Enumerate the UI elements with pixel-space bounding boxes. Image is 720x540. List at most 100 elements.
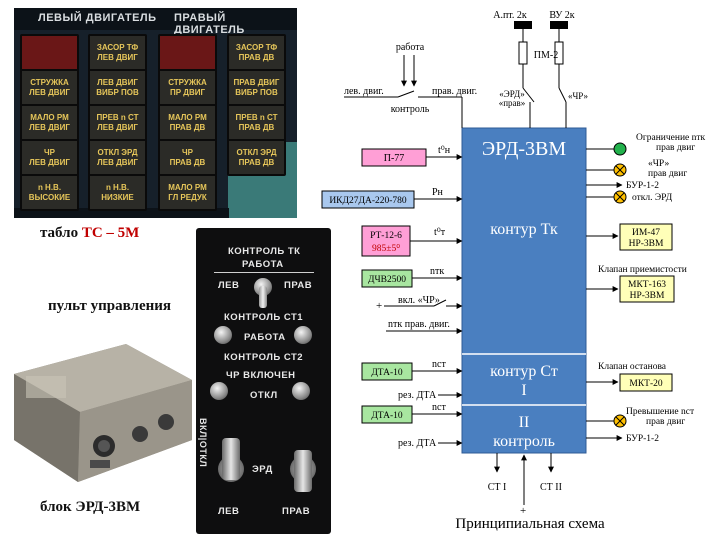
- blok-erd-3vm-image: [14, 344, 192, 482]
- toggle-kontrol-st1[interactable]: [294, 326, 312, 344]
- output-box-mkt20: [619, 373, 673, 392]
- pult-lev2-label: ЛЕВ: [218, 506, 240, 517]
- st2-label: СТ II: [540, 482, 562, 493]
- pult-caption: пульт управления: [48, 298, 172, 314]
- toggle-chr-right[interactable]: [292, 382, 310, 400]
- svg-text:П-77: П-77: [384, 153, 405, 164]
- chr-q-label: «ЧР»: [568, 91, 588, 101]
- rez-dta-2: рез. ДТА: [398, 438, 437, 449]
- annunciator-lamp: ПРЕВ n СТ ЛЕВ ДВИГ: [88, 104, 147, 141]
- svg-text:откл. ЭРД: откл. ЭРД: [632, 193, 673, 203]
- pult-lev-label: ЛЕВ: [218, 280, 240, 291]
- svg-text:nтк: nтк: [430, 266, 444, 277]
- pult-title-rabota: РАБОТА: [242, 259, 284, 270]
- svg-text:t⁰н: t⁰н: [438, 145, 451, 156]
- blok-caption: блок ЭРД-3ВМ: [40, 499, 141, 515]
- annunciator-lamp: ОТКЛ ЭРД ПРАВ ДВ: [227, 139, 286, 176]
- top-am-label: А.пт. 2к: [493, 10, 527, 21]
- prav-q-label: «прав»: [499, 98, 526, 108]
- svg-text:прав двиг: прав двиг: [656, 143, 695, 153]
- output-box-mkt163: [619, 275, 675, 303]
- knob-left: [214, 326, 232, 344]
- lamp-green: [613, 142, 627, 156]
- svg-text:прав двиг: прав двиг: [648, 169, 687, 179]
- tablo-footer: [14, 208, 229, 218]
- lev-dvig-label: лев. двиг.: [344, 86, 384, 97]
- pult-chr-label: ЧР ВКЛЮЧЕН: [226, 370, 296, 381]
- erd-main-block: [461, 127, 587, 454]
- contour-st: контур Ст: [490, 363, 558, 380]
- pult-prav-label: ПРАВ: [284, 280, 313, 291]
- pult-prav2-label: ПРАВ: [282, 506, 311, 517]
- svg-text:ДТА-10: ДТА-10: [371, 411, 403, 421]
- plus-vkl: +: [376, 300, 382, 312]
- pult-st1-label: КОНТРОЛЬ СТ1: [224, 312, 304, 323]
- fuse-right: [554, 41, 564, 65]
- toggle-kontrol-tk-lever[interactable]: [259, 286, 267, 308]
- svg-text:МКТ-163: МКТ-163: [628, 280, 666, 290]
- annunciator-lamp: СТРУЖКА ПР ДВИГ: [158, 69, 217, 106]
- pult-rabota-label: РАБОТА: [244, 332, 286, 343]
- erd-q-label: «ЭРД»: [499, 89, 524, 99]
- tablo-header-left: ЛЕВЫЙ ДВИГАТЕЛЬ: [38, 12, 157, 24]
- svg-text:прав двиг: прав двиг: [646, 417, 685, 427]
- annunciator-lamp: МАЛО РМ ЛЕВ ДВИГ: [20, 104, 79, 141]
- contour-2-num: II: [519, 414, 530, 431]
- annunciator-lamp: ЛЕВ ДВИГ ВИБР ПОВ: [88, 69, 147, 106]
- tablo-header-right: ПРАВЫЙ ДВИГАТЕЛЬ: [174, 12, 245, 36]
- annunciator-lamp: ЗАСОР ТФ ПРАВ ДВ: [227, 34, 286, 71]
- svg-text:БУР-1-2: БУР-1-2: [626, 434, 659, 444]
- svg-text:ДЧВ2500: ДЧВ2500: [368, 275, 406, 285]
- toggle-chr-left[interactable]: [210, 382, 228, 400]
- svg-text:nст: nст: [432, 359, 446, 370]
- annunciator-lamp: n Н.В. НИЗКИЕ: [88, 174, 147, 211]
- prav-dvig-label: прав. двиг.: [432, 86, 477, 97]
- svg-text:МКТ-20: МКТ-20: [629, 379, 663, 389]
- top-vu-label: ВУ 2к: [549, 10, 574, 21]
- annunciator-lamp: ЧР ПРАВ ДВ: [158, 139, 217, 176]
- annunciator-lamp: МАЛО РМ ПРАВ ДВ: [158, 104, 217, 141]
- vkl-chr-label: вкл. «ЧР»: [398, 295, 440, 306]
- annunciator-lamp: ПРАВ ДВИГ ВИБР ПОВ: [227, 69, 286, 106]
- annunciator-lamp: ЧР ЛЕВ ДВИГ: [20, 139, 79, 176]
- svg-text:ДТА-10: ДТА-10: [371, 368, 403, 378]
- contour-st-num: I: [521, 382, 526, 399]
- svg-text:Рн: Рн: [432, 187, 444, 198]
- annunciator-lamp: ПРЕВ n СТ ПРАВ ДВ: [227, 104, 286, 141]
- pult-erd-label: ЭРД: [252, 464, 273, 475]
- svg-text:985±5⁰: 985±5⁰: [372, 243, 400, 254]
- plus-bottom: +: [520, 505, 526, 517]
- svg-text:nст: nст: [432, 402, 446, 413]
- svg-text:Клапан приемистости: Клапан приемистости: [598, 265, 687, 275]
- erd-title: ЭРД-3ВМ: [482, 138, 566, 160]
- toggle-erd-left[interactable]: [222, 438, 240, 480]
- am-connector: [514, 21, 532, 29]
- output-box-im47: [619, 223, 673, 251]
- toggle-erd-right[interactable]: [294, 450, 312, 492]
- pult-divider: [214, 272, 314, 273]
- pult-title: КОНТРОЛЬ ТК: [228, 246, 301, 257]
- pm2-label: ПМ-2: [534, 50, 558, 61]
- tablo-model: ТС – 5М: [81, 225, 140, 241]
- svg-text:ИКД27ДА-220-780: ИКД27ДА-220-780: [329, 196, 407, 206]
- pult-panel: КОНТРОЛЬ ТК РАБОТА ЛЕВ ПРАВ КОНТРОЛЬ СТ1…: [196, 228, 331, 534]
- input-box-rt126: [361, 225, 411, 257]
- pult-st2-label: КОНТРОЛЬ СТ2: [224, 352, 304, 363]
- tablo-caption: табло ТС – 5М: [40, 225, 140, 241]
- schematic-caption: Принципиальная схема: [455, 516, 605, 532]
- annunciator-lamp: [20, 34, 79, 71]
- rabota-label: работа: [396, 42, 425, 53]
- tablo-header: ЛЕВЫЙ ДВИГАТЕЛЬ ПРАВЫЙ ДВИГАТЕЛЬ: [14, 8, 297, 36]
- svg-text:Клапан останова: Клапан останова: [598, 362, 667, 372]
- kontrol-label: контроль: [391, 104, 430, 115]
- svg-text:Ограничение nтк: Ограничение nтк: [636, 133, 706, 143]
- annunciator-lamp: СТРУЖКА ЛЕВ ДВИГ: [20, 69, 79, 106]
- svg-text:«ЧР»: «ЧР»: [648, 159, 669, 169]
- contour-tk: контур Тк: [490, 221, 558, 238]
- contour-2-label: контроль: [493, 433, 555, 450]
- ntk-prav-label: nтк прав. двиг.: [388, 319, 450, 330]
- annunciator-lamp: МАЛО РМ ГЛ РЕДУК: [158, 174, 217, 211]
- svg-text:РТ-12-6: РТ-12-6: [370, 231, 402, 241]
- svg-text:Превышение nст: Превышение nст: [626, 407, 695, 417]
